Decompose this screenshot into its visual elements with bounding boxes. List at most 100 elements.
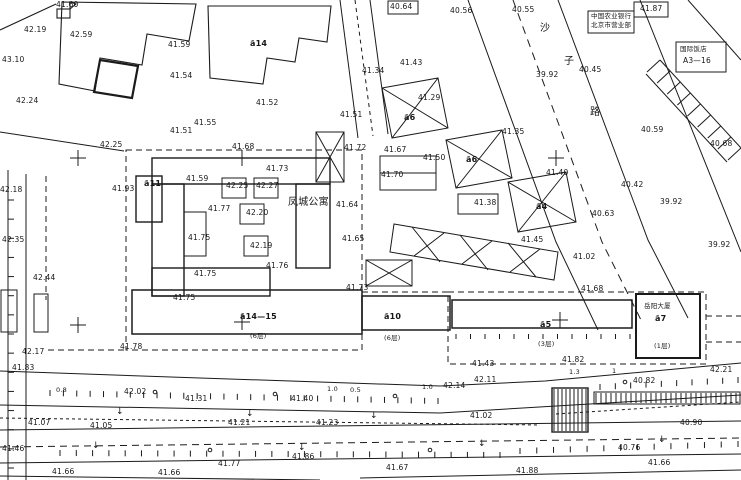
building-number-label: ã11 — [144, 179, 162, 188]
elevation-label: 41.52 — [256, 98, 279, 107]
elevation-label: 41.65 — [342, 234, 365, 243]
left-road — [0, 170, 49, 480]
elevation-label: 42.24 — [16, 96, 39, 105]
elevation-label: 41.75 — [194, 269, 217, 278]
building-number-label: ã4 — [536, 202, 548, 211]
annotation-label: 北京市营业部 — [591, 21, 632, 29]
elevation-label: 41.66 — [648, 458, 671, 467]
elevation-label: 41.77 — [218, 459, 241, 468]
elevation-label: 42.35 — [2, 235, 25, 244]
elevation-label: 41.51 — [340, 110, 363, 119]
dimension-label: 0.8 — [56, 386, 67, 394]
row-buildings — [131, 289, 701, 359]
building-number-label: ã5 — [540, 320, 552, 329]
elevation-label: 41.40 — [291, 394, 314, 403]
elevation-label: 42.02 — [124, 387, 147, 396]
elevation-label: 41.46 — [2, 444, 25, 453]
building-number-label: ã6 — [404, 113, 416, 122]
elevation-label: 41.66 — [52, 467, 75, 476]
flow-arrow-icon: ↓ — [298, 443, 306, 453]
elevation-label: 42.27 — [256, 181, 279, 190]
elevation-label: 41.67 — [384, 145, 407, 154]
dimension-label: 1.0 — [327, 385, 338, 393]
dimension-label: 1 — [612, 367, 617, 375]
elevation-label: 42.20 — [246, 208, 269, 217]
elevation-label: 41.78 — [120, 342, 143, 351]
elevation-label: 41.77 — [208, 204, 231, 213]
elevation-label: 41.82 — [562, 355, 585, 364]
elevation-label: 41.72 — [344, 143, 367, 152]
elevation-label: 41.86 — [292, 452, 315, 461]
elevation-label: 41.31 — [185, 394, 208, 403]
elevation-label: 39.92 — [708, 240, 731, 249]
elevation-label: 42.14 — [443, 381, 466, 390]
building-number-label: ã14—15 — [240, 312, 277, 321]
building-name-label: 子 — [564, 56, 575, 67]
elevation-label: 41.43 — [472, 359, 495, 368]
elevation-label: 41.34 — [362, 66, 385, 75]
annotation-label: (1层) — [654, 342, 671, 350]
flow-arrow-icon: ↓ — [478, 439, 486, 449]
elevation-label: 42.17 — [22, 347, 45, 356]
flow-arrow-icon: ↓ — [116, 407, 124, 417]
center-road — [339, 0, 389, 139]
elevation-label: 42.44 — [33, 273, 56, 282]
elevation-label: 42.19 — [24, 25, 47, 34]
elevation-label: 41.59 — [168, 40, 191, 49]
elevation-label: 41.68 — [581, 284, 604, 293]
annotation-label: 岳阳大厦 — [644, 302, 671, 310]
elevation-label: 41.02 — [470, 411, 493, 420]
annotation-label: 国际饭店 — [680, 45, 707, 53]
annotation-label: (6层) — [384, 334, 401, 342]
elevation-label: 40.64 — [390, 2, 413, 11]
bottom-roads — [0, 362, 741, 480]
elevation-label: 41.43 — [400, 58, 423, 67]
grid-crosses — [70, 150, 568, 333]
elevation-label: 41.05 — [90, 421, 113, 430]
elevation-label: 40.56 — [450, 6, 473, 15]
hatched-buildings — [315, 77, 577, 287]
dimension-label: 1.0 — [422, 383, 433, 391]
elevation-label: 41.45 — [521, 235, 544, 244]
elevation-label: 42.59 — [70, 30, 93, 39]
elevation-label: 41.51 — [170, 126, 193, 135]
elevation-label: 41.23 — [316, 418, 339, 427]
annotation-label: 中国农业银行 — [591, 12, 632, 20]
elevation-label: 40.82 — [633, 376, 656, 385]
elevation-label: 41.76 — [266, 261, 289, 270]
elevation-label: 40.63 — [592, 209, 615, 218]
parcel-boundary-dashed — [45, 149, 741, 365]
elevation-label: 41.87 — [640, 4, 663, 13]
elevation-label: 41.75 — [173, 293, 196, 302]
building-name-label: 凤城公寓 — [288, 197, 329, 208]
elevation-label: 41.64 — [336, 200, 359, 209]
elevation-label: 41.60 — [56, 0, 79, 9]
flow-arrow-icon: ↓ — [92, 441, 100, 451]
building-number-label: ã14 — [250, 39, 268, 48]
elevation-label: 41.55 — [194, 118, 217, 127]
topleft-buildings — [0, 1, 332, 152]
elevation-label: 39.92 — [536, 70, 559, 79]
elevation-label: 40.55 — [512, 5, 535, 14]
annotation-label: (3层) — [538, 340, 555, 348]
elevation-label: 40.76 — [618, 443, 641, 452]
elevation-label: 41.40 — [546, 168, 569, 177]
apartment-complex — [135, 157, 331, 297]
elevation-label: 41.59 — [186, 174, 209, 183]
building-number-label: ã6 — [466, 155, 478, 164]
elevation-label: 41.21 — [228, 418, 251, 427]
elevation-label: 41.73 — [346, 283, 369, 292]
elevation-label: 40.45 — [579, 65, 602, 74]
elevation-label: A3—16 — [683, 56, 711, 65]
elevation-label: 42.21 — [710, 365, 733, 374]
elevation-label: 40.68 — [710, 139, 733, 148]
elevation-label: 41.29 — [418, 93, 441, 102]
annotation-label: (6层) — [250, 332, 267, 340]
elevation-label: 42.18 — [0, 185, 23, 194]
dimension-label: 1.3 — [569, 368, 580, 376]
road-ticks — [8, 199, 739, 469]
elevation-label: 42.25 — [226, 181, 249, 190]
